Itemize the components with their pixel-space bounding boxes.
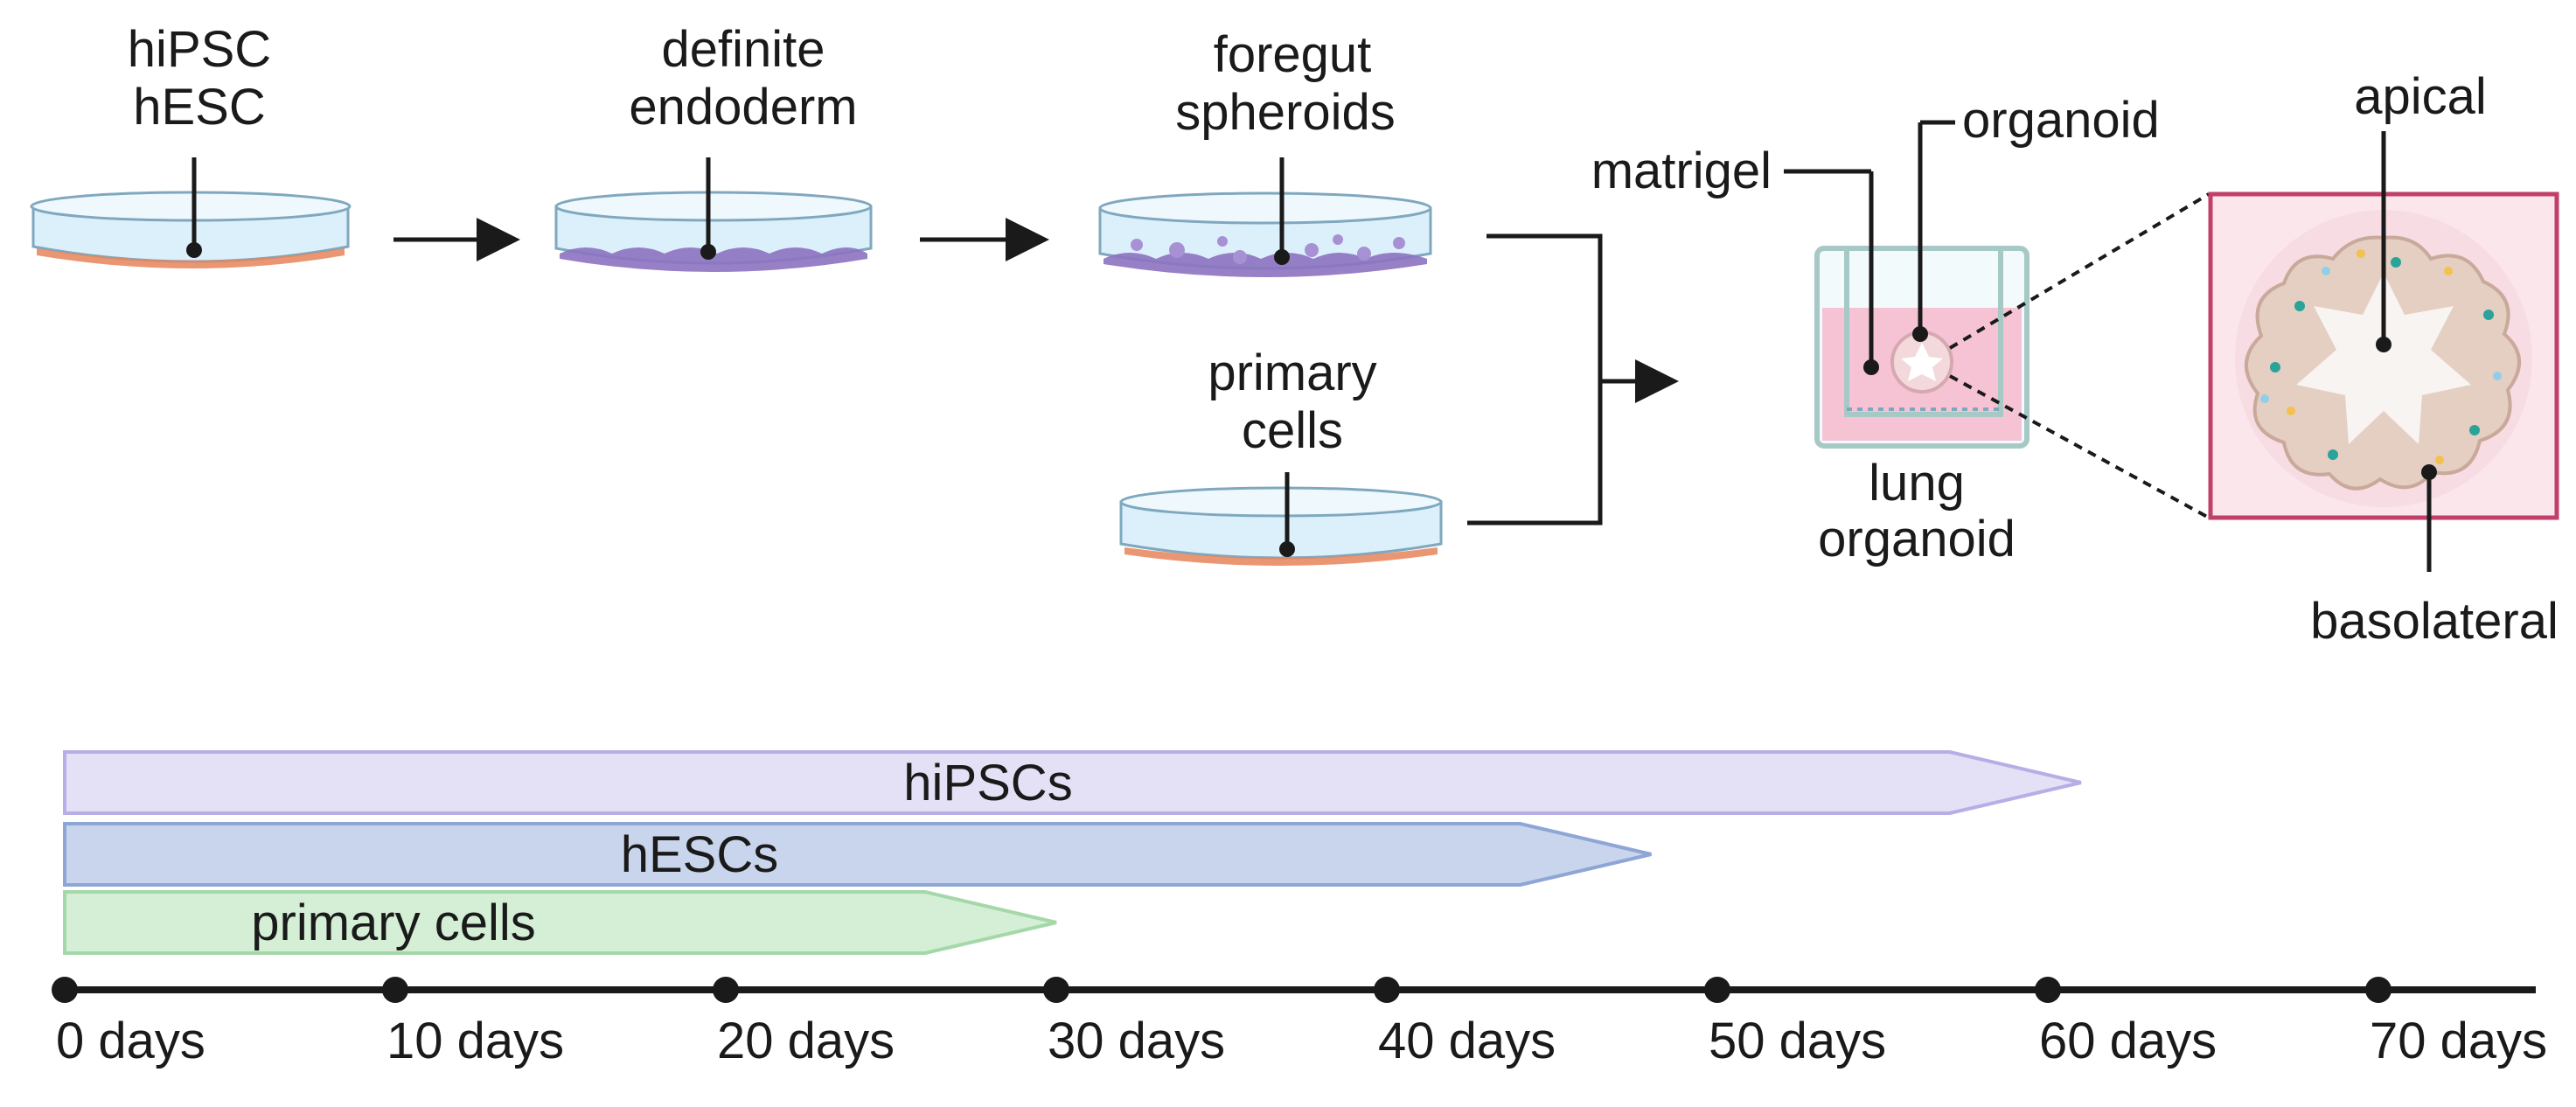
timeline-tick-dot	[1704, 977, 1730, 1003]
timeline-tick-label: 50 days	[1709, 1013, 1886, 1069]
timeline-tick-dot	[1374, 977, 1400, 1003]
timeline-tick-dot	[713, 977, 739, 1003]
timeline-axis: 0 days 10 days 20 days 30 days 40 days 50 day…	[52, 977, 2547, 1069]
timeline-bar-label: primary cells	[251, 895, 536, 951]
timeline-bar-label: hESCs	[621, 826, 779, 883]
organoid-label: organoid	[1962, 92, 2160, 149]
organoid-zoom-panel: apical basolateral	[2208, 68, 2559, 650]
timeline-bar-label: hiPSCs	[903, 755, 1072, 811]
timeline-tick-dot	[52, 977, 78, 1003]
dish-foregut: foregut spheroids	[1098, 26, 1432, 277]
dish-primary: primary cells	[1119, 345, 1443, 566]
timeline-bars: hiPSCs hESCs primary cells	[63, 750, 2082, 955]
timeline-bar	[63, 750, 2082, 815]
timeline-tick-label: 20 days	[717, 1013, 895, 1069]
dish-primary-label-1: primary	[1208, 345, 1376, 401]
dish-endoderm: definite endoderm	[554, 21, 873, 272]
merge-connector	[1467, 233, 1679, 526]
apical-label: apical	[2354, 68, 2487, 125]
dish-foregut-label-1: foregut	[1214, 26, 1372, 83]
timeline-tick-dot	[382, 977, 408, 1003]
dish-endoderm-label-2: endoderm	[629, 79, 857, 136]
timeline-bar	[63, 890, 1057, 955]
timeline-bar	[63, 822, 1652, 887]
dish-hipsc-label-1: hiPSC	[128, 21, 271, 78]
dish-foregut-label-2: spheroids	[1175, 84, 1395, 141]
lung-organoid-insert: matrigel organoid lung organoid	[1591, 92, 2160, 567]
timeline-tick-label: 40 days	[1378, 1013, 1556, 1069]
timeline-tick-label: 60 days	[2039, 1013, 2217, 1069]
timeline-tick-label: 70 days	[2370, 1013, 2547, 1069]
dish-primary-label-2: cells	[1242, 402, 1343, 459]
zoom-line-top	[1948, 192, 2210, 350]
dish-endoderm-label-1: definite	[661, 21, 825, 78]
lung-organoid-caption-2: organoid	[1818, 511, 2016, 567]
timeline-tick-label: 30 days	[1048, 1013, 1225, 1069]
timeline-tick-dot	[1043, 977, 1069, 1003]
lung-organoid-caption-1: lung	[1869, 455, 1965, 512]
timeline-tick-dot	[2365, 977, 2392, 1003]
timeline-tick-dot	[2035, 977, 2061, 1003]
dish-hipsc: hiPSC hESC	[30, 21, 352, 268]
matrigel-label: matrigel	[1591, 143, 1772, 199]
timeline-tick-label: 0 days	[56, 1013, 205, 1069]
basolateral-label: basolateral	[2310, 593, 2559, 650]
zoom-line-bottom	[1949, 374, 2210, 519]
timeline-tick-label: 10 days	[386, 1013, 564, 1069]
dish-hipsc-label-2: hESC	[133, 79, 266, 136]
